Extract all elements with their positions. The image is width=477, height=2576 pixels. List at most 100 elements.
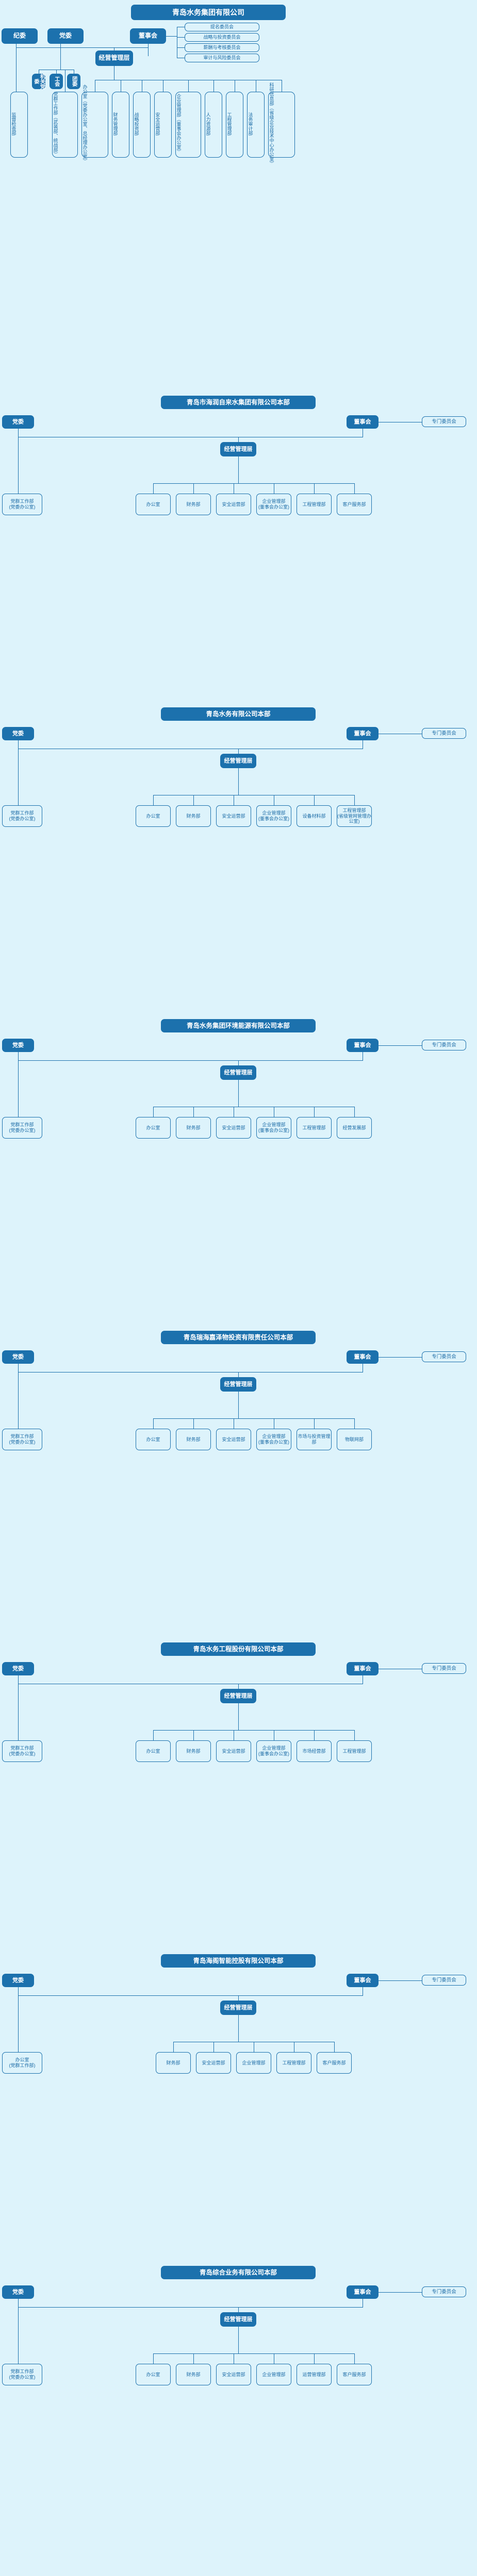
dept-box[interactable]: 监督检查部 xyxy=(10,92,28,158)
dept-box[interactable]: 财务管理部 xyxy=(112,92,129,158)
dept-box[interactable]: 财务部 xyxy=(176,1740,211,1762)
node-management[interactable]: 经营管理层 xyxy=(95,50,133,66)
committee-item[interactable]: 审计与风险委员会 xyxy=(185,54,259,62)
dept-box[interactable]: 工程管理部 xyxy=(226,92,243,158)
dept-box[interactable]: 安全运营部 xyxy=(216,1117,251,1139)
party-dept-box[interactable]: 党群工作部 (党委办公室) xyxy=(2,1117,42,1139)
dept-box[interactable]: 工程管理部 xyxy=(337,1740,372,1762)
node-dangwei[interactable]: 党委 xyxy=(2,1350,34,1364)
committee-item[interactable]: 提名委员会 xyxy=(185,23,259,31)
node-management[interactable]: 经营管理层 xyxy=(220,2001,256,2015)
dept-box[interactable]: 企业管理部 (董事会办公室) xyxy=(256,805,291,827)
party-dept-box[interactable]: 党群工作部 (党委办公室) xyxy=(2,494,42,515)
node-board[interactable]: 董事会 xyxy=(347,1662,379,1675)
dept-box[interactable]: 工程管理部 xyxy=(276,2052,311,2074)
dept-box[interactable]: 企业管理部 xyxy=(256,2364,291,2385)
node-management[interactable]: 经营管理层 xyxy=(220,754,256,768)
party-dept-box[interactable]: 办公室 (党群工作部) xyxy=(2,2052,42,2074)
dept-box[interactable]: 企业管理部 (董事会办公室) xyxy=(256,1117,291,1139)
node-party-sub[interactable]: 团委 xyxy=(67,74,80,89)
committee-item[interactable]: 薪酬与考核委员会 xyxy=(185,43,259,52)
party-dept-box[interactable]: 党群工作部 (党委办公室) xyxy=(2,805,42,827)
dept-box[interactable]: 安全运营部 xyxy=(196,2052,231,2074)
node-dangwei[interactable]: 党委 xyxy=(2,1039,34,1052)
node-board[interactable]: 董事会 xyxy=(347,1974,379,1987)
dept-box[interactable]: 科研信息部（省级企业技术中心办公室） xyxy=(268,82,295,166)
node-party-sub[interactable]: 工会 xyxy=(50,74,63,89)
dept-box[interactable]: 客户服务部 xyxy=(317,2052,352,2074)
dept-box[interactable]: 安全运营部 xyxy=(216,2364,251,2385)
node-dangwei[interactable]: 党委 xyxy=(2,1662,34,1675)
dept-box[interactable]: 物联网部 xyxy=(337,1429,372,1450)
dept-box[interactable]: 法务审计部 xyxy=(247,92,265,158)
dept-box[interactable]: 财务部 xyxy=(176,1117,211,1139)
party-dept-box[interactable]: 党群工作部 (党委办公室) xyxy=(2,1429,42,1450)
dept-box[interactable]: 工程管理部 xyxy=(297,1117,332,1139)
node-board[interactable]: 董事会 xyxy=(347,1350,379,1364)
committee-item[interactable]: 战略与投资委员会 xyxy=(185,33,259,42)
dept-box[interactable]: 设备材料部 xyxy=(297,805,332,827)
chart-title: 青岛瑞海嘉泽物投资有限责任公司本部 xyxy=(161,1331,316,1344)
node-management[interactable]: 经营管理层 xyxy=(220,1689,256,1703)
dept-box[interactable]: 安全运营部 xyxy=(216,1740,251,1762)
dept-box[interactable]: 办公室 xyxy=(136,494,171,515)
dept-box[interactable]: 工程管理部 (省级管网管理办公室) xyxy=(337,805,372,827)
dept-box[interactable]: 客户服务部 xyxy=(337,2364,372,2385)
dept-box[interactable]: 安全运营部 xyxy=(216,1429,251,1450)
node-board[interactable]: 董事会 xyxy=(347,1039,379,1052)
dept-box[interactable]: 运营管理部 xyxy=(297,2364,332,2385)
node-dangwei[interactable]: 党委 xyxy=(2,727,34,740)
dept-box[interactable]: 安全运营部 xyxy=(154,92,172,158)
dept-box[interactable]: 财务部 xyxy=(176,805,211,827)
dept-box[interactable]: 人力资源部 xyxy=(205,92,222,158)
committee-item[interactable]: 专门委员会 xyxy=(422,1663,466,1674)
dept-box[interactable]: 财务部 xyxy=(176,2364,211,2385)
dept-box[interactable]: 办公室 xyxy=(136,1740,171,1762)
party-dept-box[interactable]: 党群工作部 (党委办公室) xyxy=(2,1740,42,1762)
node-party-sub[interactable]: 机关党委 xyxy=(32,74,45,89)
dept-box[interactable]: 企业管理部 (董事会办公室) xyxy=(256,1429,291,1450)
dept-box[interactable]: 财务部 xyxy=(156,2052,191,2074)
dept-box[interactable]: 企业管理部 (董事会办公室) xyxy=(256,494,291,515)
dept-box[interactable]: 企业管理部 xyxy=(236,2052,271,2074)
node-dangwei[interactable]: 党委 xyxy=(2,1974,34,1987)
dept-box[interactable]: 安全运营部 xyxy=(216,805,251,827)
dept-box[interactable]: 市场与投资管理部 xyxy=(297,1429,332,1450)
dept-box[interactable]: 经营发展部 xyxy=(337,1117,372,1139)
committee-item[interactable]: 专门委员会 xyxy=(422,728,466,739)
dept-box[interactable]: 办公室（党委办公室、总经理办公室） xyxy=(81,84,108,163)
node-dangwei[interactable]: 党委 xyxy=(47,28,84,44)
committee-item[interactable]: 专门委员会 xyxy=(422,1351,466,1362)
dept-box[interactable]: 办公室 xyxy=(136,1117,171,1139)
node-dangwei[interactable]: 党委 xyxy=(2,415,34,429)
dept-box[interactable]: 办公室 xyxy=(136,805,171,827)
dept-box[interactable]: 党群工作部（武装部、统战部） xyxy=(52,92,78,158)
dept-box[interactable]: 企业管理部 (董事会办公室) xyxy=(256,1740,291,1762)
party-dept-box[interactable]: 党群工作部 (党委办公室) xyxy=(2,2364,42,2385)
node-management[interactable]: 经营管理层 xyxy=(220,2312,256,2327)
dept-box[interactable]: 客户服务部 xyxy=(337,494,372,515)
connector xyxy=(354,1418,355,1429)
node-board[interactable]: 董事会 xyxy=(347,727,379,740)
node-jiwei[interactable]: 纪委 xyxy=(2,28,38,44)
node-management[interactable]: 经营管理层 xyxy=(220,1377,256,1392)
committee-item[interactable]: 专门委员会 xyxy=(422,416,466,427)
dept-box[interactable]: 企业管理部（董事会办公室） xyxy=(175,92,201,158)
committee-item[interactable]: 专门委员会 xyxy=(422,2286,466,2297)
dept-box[interactable]: 安全运营部 xyxy=(216,494,251,515)
node-management[interactable]: 经营管理层 xyxy=(220,1065,256,1080)
dept-box[interactable]: 战略投资部 xyxy=(133,92,151,158)
committee-item[interactable]: 专门委员会 xyxy=(422,1040,466,1050)
dept-box[interactable]: 财务部 xyxy=(176,1429,211,1450)
dept-box[interactable]: 办公室 xyxy=(136,2364,171,2385)
dept-box[interactable]: 市场经营部 xyxy=(297,1740,332,1762)
dept-box[interactable]: 办公室 xyxy=(136,1429,171,1450)
node-board[interactable]: 董事会 xyxy=(130,28,166,44)
node-board[interactable]: 董事会 xyxy=(347,415,379,429)
node-board[interactable]: 董事会 xyxy=(347,2285,379,2299)
node-management[interactable]: 经营管理层 xyxy=(220,442,256,456)
dept-box[interactable]: 财务部 xyxy=(176,494,211,515)
dept-box[interactable]: 工程管理部 xyxy=(297,494,332,515)
committee-item[interactable]: 专门委员会 xyxy=(422,1975,466,1986)
node-dangwei[interactable]: 党委 xyxy=(2,2285,34,2299)
